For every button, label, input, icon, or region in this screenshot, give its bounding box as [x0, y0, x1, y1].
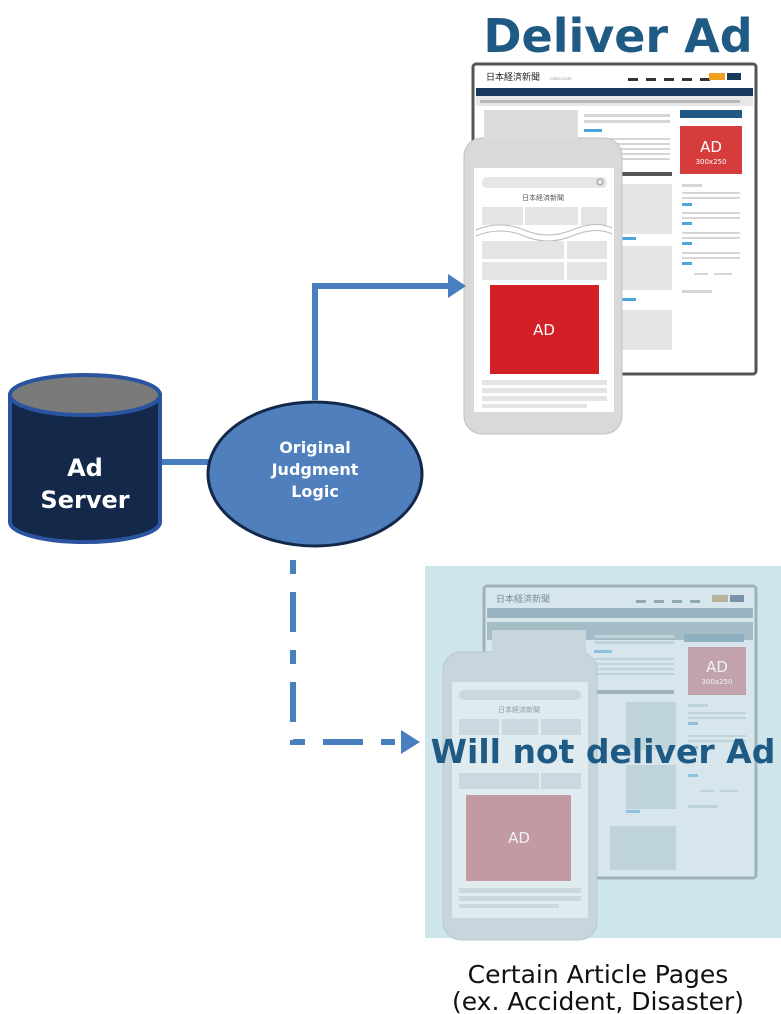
caption-line-2: (ex. Accident, Disaster) [452, 987, 744, 1014]
blocked-desktop-ad-label: AD [706, 658, 728, 676]
phone-ad-label: AD [533, 321, 555, 339]
judgment-logic: Original Judgment Logic [206, 400, 424, 548]
smartphone-delivered: 日本経済新聞 AD [463, 110, 623, 435]
blocked-phone-ad-label: AD [508, 829, 530, 847]
newspaper-logo: 日本経済新聞 [486, 71, 540, 83]
ad-server-label-2: Server [40, 486, 129, 514]
blocked-phone-newspaper-logo: 日本経済新聞 [498, 705, 540, 714]
block-arrow [290, 560, 405, 745]
blocked-desktop-ad-size: 300x250 [702, 678, 733, 686]
deliver-ad-title: Deliver Ad [483, 9, 752, 63]
desktop-ad-size: 300x250 [696, 158, 727, 166]
ad-server: Ad Server [8, 373, 162, 544]
blocked-newspaper-logo: 日本経済新聞 [496, 593, 550, 605]
newspaper-url: nikkei.com [550, 76, 572, 81]
phone-newspaper-logo: 日本経済新聞 [522, 193, 564, 202]
logic-label-3: Logic [291, 482, 339, 501]
caption-line-1: Certain Article Pages [468, 960, 729, 989]
blocked-area: 日本経済新聞 AD 300x250 [425, 566, 781, 941]
logic-label-1: Original [279, 438, 351, 457]
desktop-ad-label: AD [700, 138, 722, 156]
connections [160, 274, 466, 754]
deliver-arrow [312, 283, 462, 400]
will-not-deliver-label: Will not deliver Ad [431, 732, 776, 771]
logic-label-2: Judgment [271, 460, 359, 479]
ad-server-label-1: Ad [67, 454, 103, 482]
